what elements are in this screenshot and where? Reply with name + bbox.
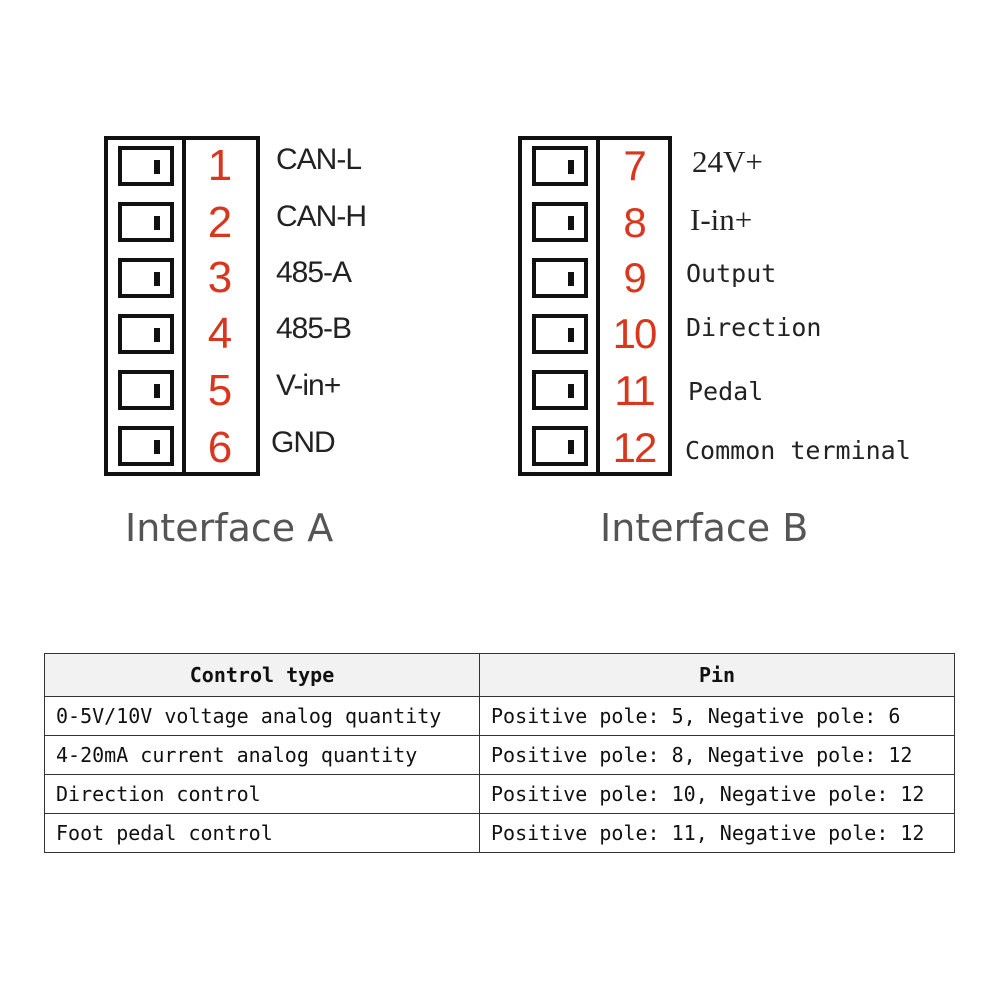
pin-number-9: 9: [623, 254, 646, 301]
interface-a-connector: 1 2 3 4 5 6: [104, 136, 260, 476]
pin-number-2: 2: [207, 198, 233, 247]
pin-label-485-b: 485-B: [276, 312, 352, 345]
pin-label-can-h: CAN-H: [276, 200, 367, 233]
terminal-slot: [118, 146, 174, 186]
slot-notch: [154, 160, 160, 174]
table-row: 4-20mA current analog quantity Positive …: [44, 735, 955, 775]
pin-label-can-l: CAN-L: [276, 143, 362, 176]
pin-number-6: 6: [207, 423, 233, 472]
connector-divider: [596, 140, 600, 472]
pin-label-direction: Direction: [686, 313, 822, 342]
terminal-slot: [118, 314, 174, 354]
interface-b-connector: 7 8 9 10 11 12: [518, 136, 672, 476]
table-row: Foot pedal control Positive pole: 11, Ne…: [44, 813, 955, 853]
pin-label-i-in: I-in+: [690, 202, 753, 237]
pin-label-common-terminal: Common terminal: [685, 436, 911, 465]
table-header-row: Control type Pin: [44, 653, 955, 697]
slot-notch: [568, 328, 574, 342]
slot-notch: [568, 160, 574, 174]
slot-notch: [568, 440, 574, 454]
pin-cell: Positive pole: 10, Negative pole: 12: [479, 774, 955, 814]
terminal-slot: [532, 426, 588, 466]
control-type-cell: 4-20mA current analog quantity: [44, 735, 480, 775]
pin-number-10: 10: [612, 310, 658, 357]
slot-notch: [154, 216, 160, 230]
pin-cell: Positive pole: 8, Negative pole: 12: [479, 735, 955, 775]
pin-number-3: 3: [207, 253, 233, 302]
terminal-slot: [118, 426, 174, 466]
pin-number-1: 1: [207, 141, 233, 190]
terminal-slot: [532, 258, 588, 298]
pin-number-5: 5: [207, 366, 233, 415]
control-type-cell: Direction control: [44, 774, 480, 814]
header-pin: Pin: [479, 653, 955, 697]
table-row: 0-5V/10V voltage analog quantity Positiv…: [44, 696, 955, 736]
slot-notch: [154, 440, 160, 454]
terminal-slot: [118, 370, 174, 410]
pin-number-12: 12: [612, 424, 658, 471]
terminal-slot: [532, 202, 588, 242]
control-type-cell: 0-5V/10V voltage analog quantity: [44, 696, 480, 736]
pin-cell: Positive pole: 5, Negative pole: 6: [479, 696, 955, 736]
pin-number-11: 11: [614, 367, 656, 414]
terminal-slot: [532, 314, 588, 354]
pin-number-4: 4: [207, 309, 233, 358]
control-pin-table: Control type Pin 0-5V/10V voltage analog…: [44, 653, 955, 853]
pin-number-8: 8: [623, 199, 646, 246]
pin-label-v-in: V-in+: [276, 369, 341, 402]
table-row: Direction control Positive pole: 10, Neg…: [44, 774, 955, 814]
control-type-cell: Foot pedal control: [44, 813, 480, 853]
slot-notch: [568, 384, 574, 398]
pin-label-output: Output: [686, 259, 777, 288]
connector-divider: [182, 140, 186, 472]
pin-label-485-a: 485-A: [276, 256, 352, 289]
pin-label-24v: 24V+: [692, 144, 763, 179]
terminal-slot: [118, 258, 174, 298]
pin-label-pedal: Pedal: [688, 377, 764, 406]
interface-a-title: Interface A: [125, 506, 334, 550]
slot-notch: [154, 272, 160, 286]
terminal-slot: [532, 370, 588, 410]
slot-notch: [568, 216, 574, 230]
interface-b-title: Interface B: [600, 506, 809, 550]
pin-label-gnd: GND: [271, 426, 336, 459]
slot-notch: [154, 384, 160, 398]
terminal-slot: [532, 146, 588, 186]
header-control-type: Control type: [44, 653, 480, 697]
pin-number-7: 7: [623, 142, 646, 189]
slot-notch: [568, 272, 574, 286]
pin-cell: Positive pole: 11, Negative pole: 12: [479, 813, 955, 853]
slot-notch: [154, 328, 160, 342]
terminal-slot: [118, 202, 174, 242]
